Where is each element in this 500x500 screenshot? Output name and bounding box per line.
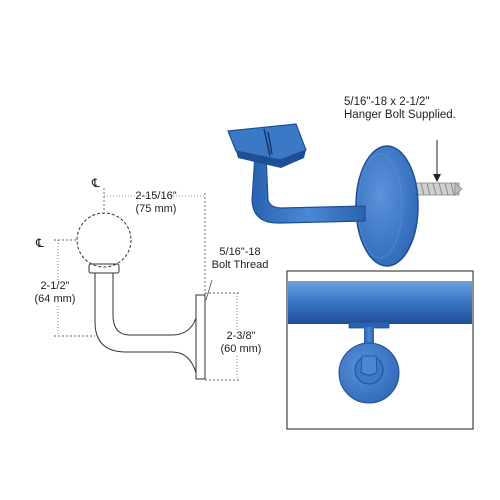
flange-metric: (60 mm) (220, 343, 262, 355)
bolt-thread-size: 5/16"-18 (219, 246, 261, 258)
flange-outline (195, 294, 206, 380)
projection-imperial: 2-15/16" (135, 190, 177, 202)
height-imperial: 2-1/2" (40, 280, 70, 292)
bolt-thread-label: 5/16"-18 Bolt Thread (210, 246, 270, 272)
bolt-thread-text: Bolt Thread (211, 259, 269, 271)
hanger-bolt-note: Hanger Bolt Supplied. (344, 109, 456, 121)
hanger-bolt-size: 5/16"-18 x 2-1/2" (344, 96, 430, 108)
bracket-photo (227, 123, 463, 267)
projection-metric: (75 mm) (135, 203, 177, 215)
height-metric: (64 mm) (34, 293, 76, 305)
inset-photo (286, 270, 474, 430)
centerline-symbol-left: ℄ (36, 236, 44, 250)
technical-drawing (54, 188, 240, 381)
height-dimension: 2-1/2" (64 mm) (26, 280, 84, 306)
hanger-bolt-label: 5/16"-18 x 2-1/2" Hanger Bolt Supplied. (344, 96, 456, 122)
projection-dimension: 2-15/16" (75 mm) (124, 190, 188, 216)
flange-dimension: 2-3/8" (60 mm) (214, 330, 268, 356)
handrail-outline (76, 212, 132, 268)
centerline-symbol-top: ℄ (92, 176, 100, 190)
hanger-bolt-arrowhead (433, 174, 441, 182)
flange-imperial: 2-3/8" (226, 330, 256, 342)
arm-outline (94, 273, 197, 374)
hanger-bolt-image (404, 182, 463, 196)
saddle-outline (88, 263, 120, 274)
